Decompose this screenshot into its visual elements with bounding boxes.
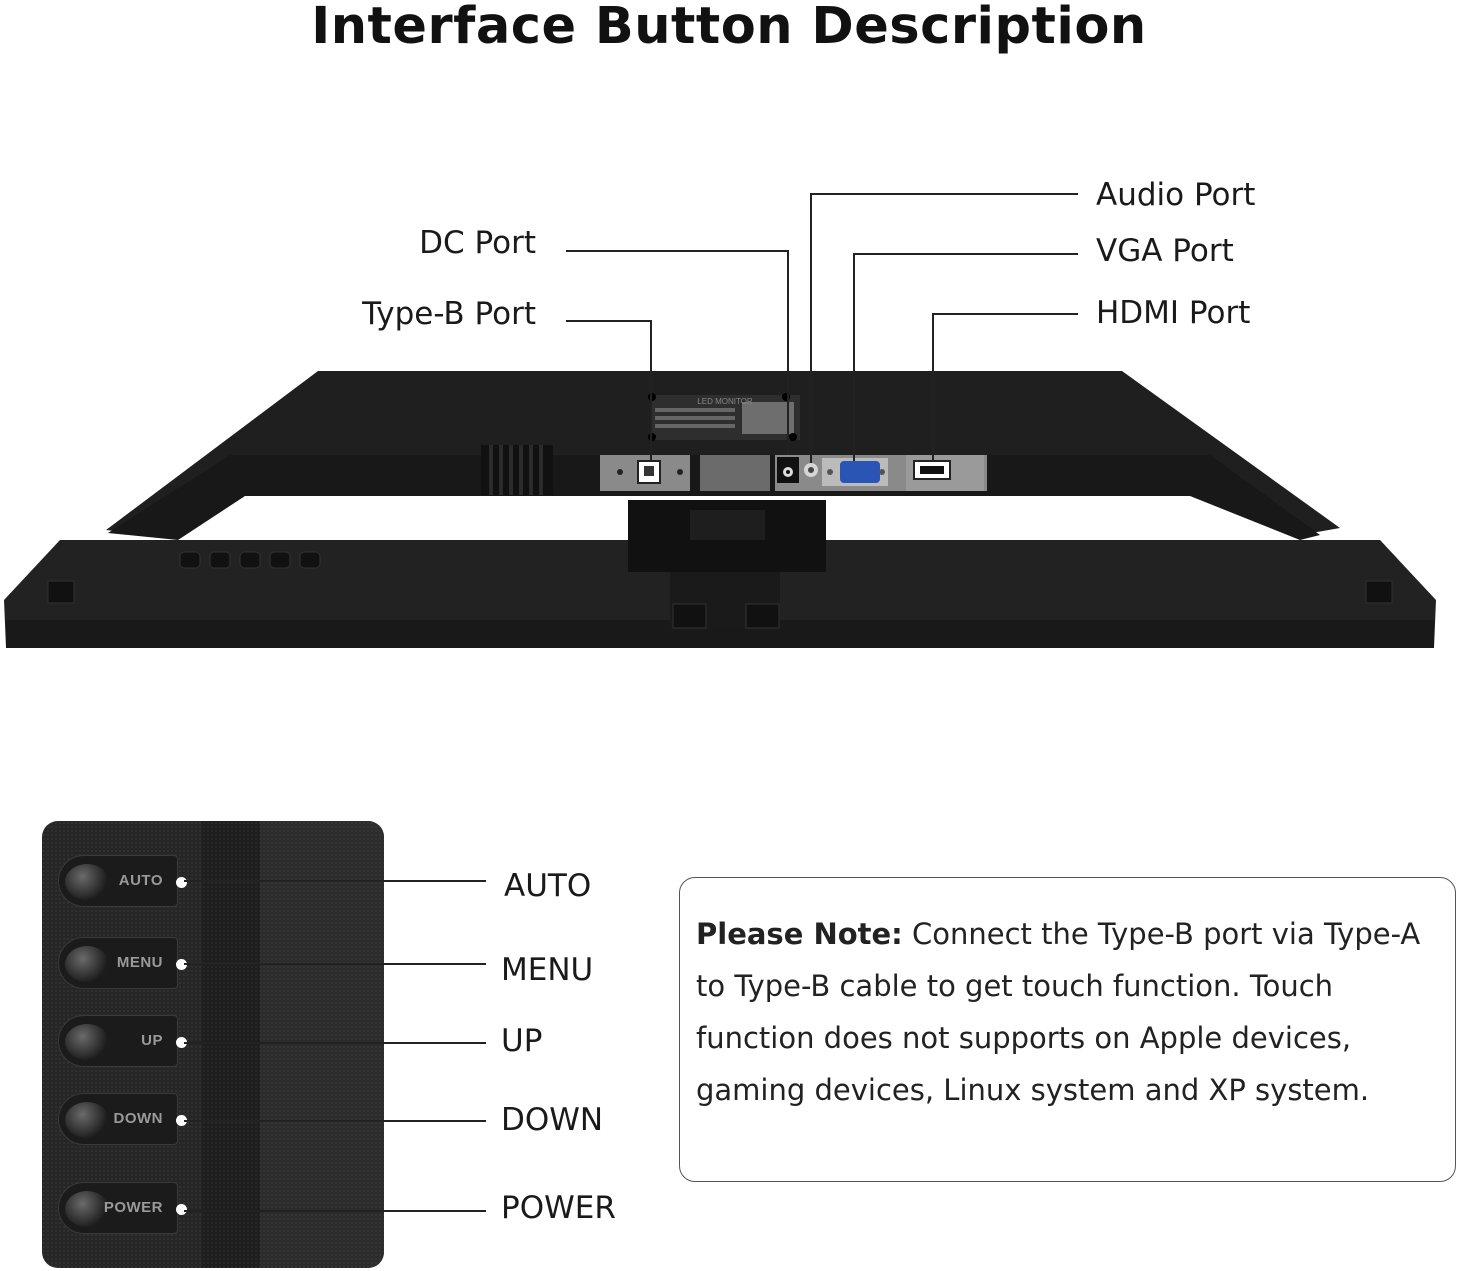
auto-label: AUTO — [504, 868, 592, 904]
up-key-text: UP — [141, 1032, 163, 1049]
down-label: DOWN — [501, 1102, 604, 1138]
page-title: Interface Button Description — [311, 0, 1147, 56]
dc-port-label: DC Port — [419, 225, 536, 261]
power-label: POWER — [501, 1190, 616, 1226]
power-leader — [184, 1210, 486, 1212]
down-key: DOWN — [58, 1093, 187, 1145]
audio-leader-v — [810, 193, 812, 463]
up-label: UP — [501, 1023, 543, 1059]
vent-grille — [481, 445, 553, 495]
note-box: Please Note: Connect the Type-B port via… — [679, 877, 1456, 1182]
up-key: UP — [58, 1015, 187, 1067]
audio-port-label: Audio Port — [1096, 177, 1256, 213]
vga-port-label: VGA Port — [1096, 233, 1234, 269]
sticker-text: LED MONITOR — [697, 397, 753, 406]
down-knob — [65, 1102, 109, 1138]
vga-leader-v — [853, 253, 855, 461]
monitor-housing — [106, 371, 1340, 536]
hdmi-leader-v — [932, 313, 934, 461]
side-buttons-mini — [179, 551, 321, 569]
down-key-text: DOWN — [113, 1110, 163, 1127]
menu-knob — [65, 946, 109, 982]
power-key-text: POWER — [103, 1199, 163, 1216]
down-leader — [184, 1120, 486, 1122]
dc-leader-h — [566, 250, 788, 252]
audio-leader-h — [810, 193, 1078, 195]
auto-knob — [65, 864, 109, 900]
hdmi-leader-h — [932, 313, 1078, 315]
typeb-leader-v — [650, 320, 652, 461]
menu-leader — [184, 963, 486, 965]
vga-port-shape — [840, 461, 880, 483]
up-leader — [184, 1042, 486, 1044]
vga-leader-h — [853, 253, 1078, 255]
up-knob — [65, 1024, 109, 1060]
typeb-leader-h — [566, 320, 652, 322]
button-panel-closeup: AUTO MENU UP DOWN POWER — [42, 821, 384, 1268]
hdmi-port-label: HDMI Port — [1096, 295, 1251, 331]
dc-leader-v — [787, 250, 789, 455]
auto-leader — [184, 880, 486, 882]
power-knob — [65, 1191, 109, 1227]
note-heading: Please Note: — [696, 917, 903, 951]
menu-key-text: MENU — [116, 954, 163, 971]
monitor-rear-illustration: LED MONITOR — [4, 371, 1436, 648]
menu-label: MENU — [501, 952, 594, 988]
typeb-port-label: Type-B Port — [362, 296, 536, 332]
note-body: Connect the Type-B port via Type-A to Ty… — [696, 917, 1421, 1107]
auto-key-text: AUTO — [118, 872, 163, 889]
menu-key: MENU — [58, 937, 187, 989]
power-key: POWER — [58, 1182, 187, 1234]
auto-key: AUTO — [58, 855, 187, 907]
